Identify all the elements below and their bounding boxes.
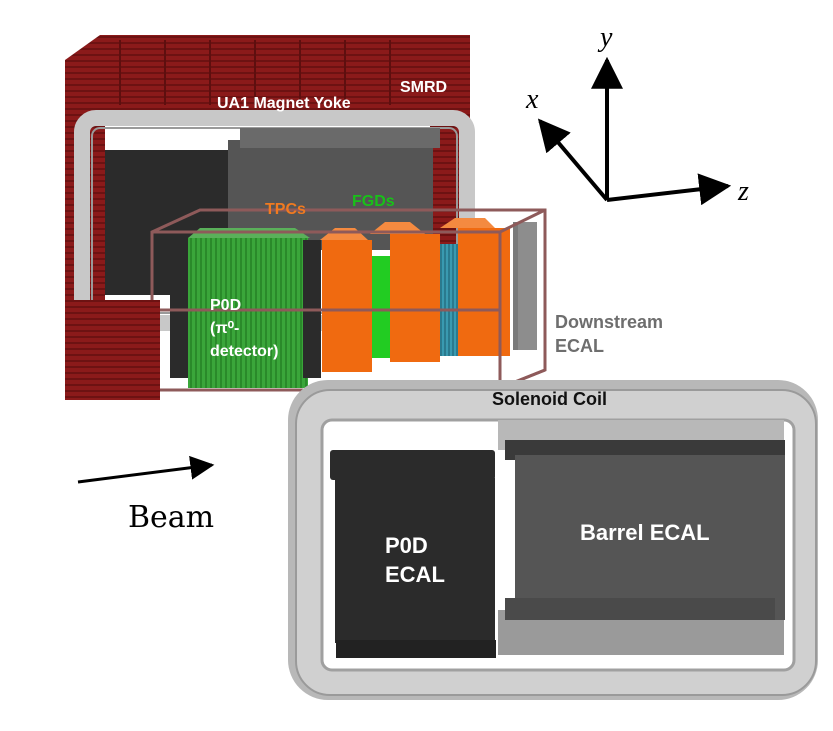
tpc2-module bbox=[390, 234, 440, 362]
p0d-ecal-label-line1: P0D bbox=[385, 533, 428, 558]
axis-triad: y x z bbox=[525, 22, 749, 207]
p0d-label-line1: P0D bbox=[210, 297, 241, 314]
downstream-ecal-face bbox=[518, 222, 537, 350]
downstream-ecal-label-line2: ECAL bbox=[555, 336, 604, 356]
barrel-ecal-module bbox=[515, 455, 785, 620]
p0d-label-line2: (π⁰- bbox=[210, 320, 239, 337]
beam-label: Beam bbox=[128, 500, 214, 535]
fgd2-module bbox=[440, 244, 458, 356]
z-axis-label: z bbox=[737, 176, 749, 207]
inner-detector: TPCs FGDs P0D (π⁰- detector) bbox=[150, 193, 547, 392]
smrd-label: SMRD bbox=[400, 79, 447, 96]
solenoid-coil-assembly: Solenoid Coil P0D ECAL Barrel ECAL bbox=[288, 380, 818, 700]
barrel-ecal-label: Barrel ECAL bbox=[580, 520, 710, 545]
beam-indicator: Beam bbox=[77, 455, 215, 535]
tpc3-module bbox=[458, 228, 510, 356]
x-axis-label: x bbox=[525, 84, 539, 115]
barrel-ecal-base bbox=[505, 598, 775, 620]
solenoid-coil-label: Solenoid Coil bbox=[492, 389, 607, 409]
tpc1-module bbox=[322, 240, 372, 372]
fgds-label: FGDs bbox=[352, 193, 395, 210]
magnet-yoke-label: UA1 Magnet Yoke bbox=[217, 95, 351, 112]
yoke-top bbox=[65, 35, 470, 110]
rear-barrel-top bbox=[240, 128, 440, 148]
yoke-lower-left-block bbox=[65, 300, 160, 400]
downstream-ecal-label-line1: Downstream bbox=[555, 312, 663, 332]
yoke-segment-lines bbox=[119, 40, 391, 105]
p0d-module bbox=[188, 238, 308, 388]
tpc3-top-face bbox=[440, 218, 495, 228]
x-axis-arrow bbox=[537, 118, 609, 202]
p0d-ecal-module bbox=[335, 478, 495, 643]
p0d-ecal-top bbox=[330, 450, 495, 480]
z-axis-arrow bbox=[606, 173, 732, 206]
y-axis-label: y bbox=[597, 22, 613, 53]
fgd1-module bbox=[372, 256, 392, 358]
p0d-ecal-bottom bbox=[336, 640, 496, 658]
p0d-dark-side bbox=[170, 238, 188, 378]
beam-arrow bbox=[77, 455, 215, 484]
tpcs-label: TPCs bbox=[265, 201, 306, 218]
p0d-ecal-label-line2: ECAL bbox=[385, 562, 445, 587]
p0d-label-line3: detector) bbox=[210, 343, 278, 360]
